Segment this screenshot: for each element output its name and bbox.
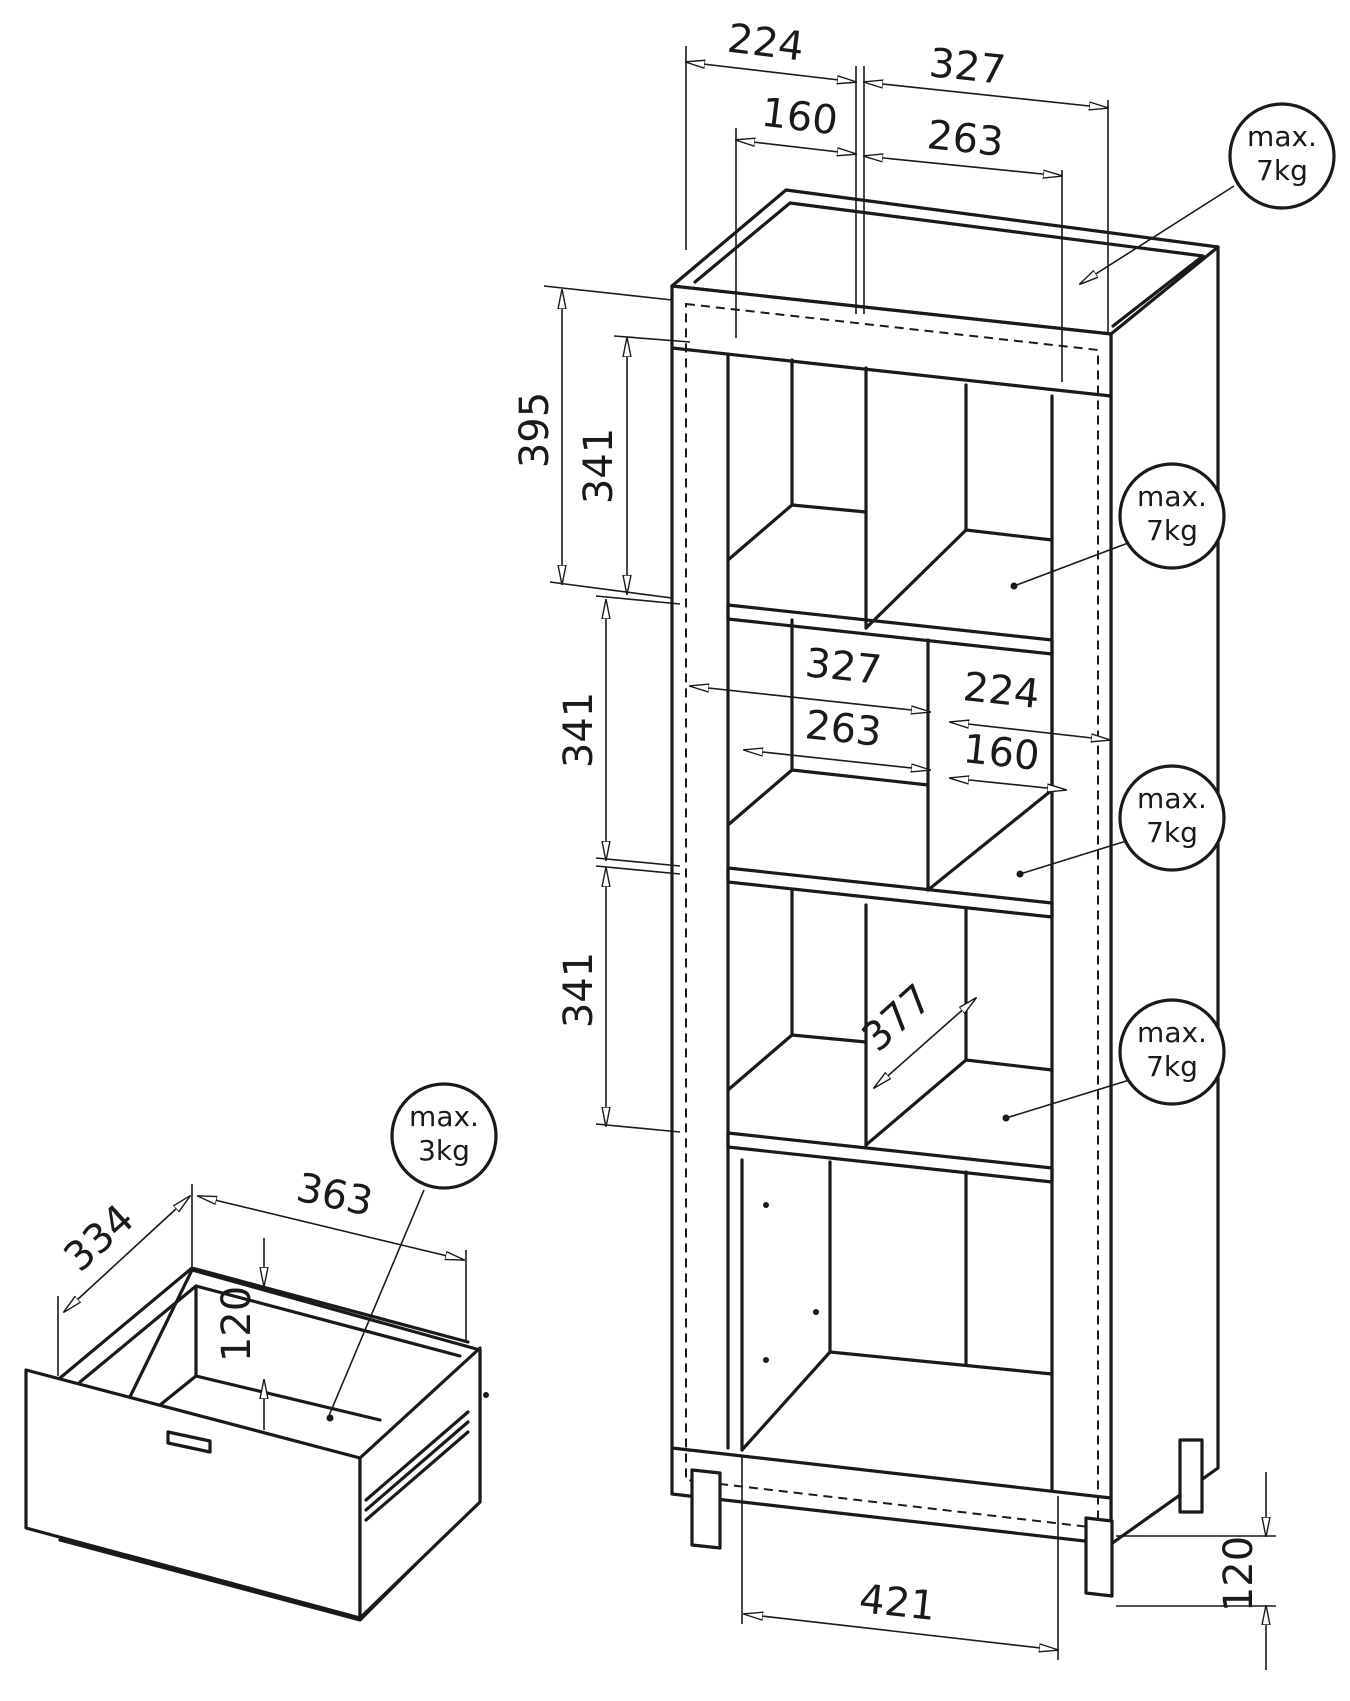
drawer-handle [166,1430,212,1454]
load-line1: max. [1137,480,1207,513]
dimension-lines [57,46,1276,1670]
bookcase-right-side [1109,243,1220,1546]
dim-label-top-right-inner: 263 [925,112,1006,166]
load-line1: max. [1137,782,1207,815]
dim-label-shelf-1: 341 [576,428,622,504]
dim-label-mid-left-inner: 263 [803,702,884,756]
load-bubble-shelf2: max. 7kg [1118,764,1226,872]
load-line2: 7kg [1146,816,1198,849]
dim-label-drawer-width: 363 [293,1165,377,1226]
bookcase-leg [690,1468,722,1550]
dim-label-drawer-depth: 334 [56,1196,144,1281]
dim-label-top-left-outer: 224 [725,16,806,71]
dim-label-top-left-inner: 160 [759,90,840,145]
dim-label-height-top: 395 [512,392,558,468]
dim-label-shelf-3: 341 [556,952,602,1028]
load-line2: 7kg [1146,514,1198,547]
dim-label-mid-right-inner: 160 [961,726,1042,780]
load-line2: 7kg [1146,1050,1198,1083]
load-line1: max. [1247,120,1317,153]
dim-label-top-right-outer: 327 [927,40,1008,94]
dim-label-drawer-height: 120 [214,1286,260,1362]
load-line2: 3kg [418,1134,470,1167]
dim-label-mid-right-outer: 224 [961,664,1042,718]
dim-label-leg-height: 120 [1216,1536,1262,1612]
bookcase [670,188,1220,1598]
load-line2: 7kg [1256,154,1308,187]
dim-label-shelf-2: 341 [556,692,602,768]
bookcase-leg [1084,1516,1114,1598]
dimension-labels: 224 327 160 263 395 341 341 341 327 263 … [56,16,1262,1630]
dim-label-mid-left-outer: 327 [803,640,884,694]
load-bubble-shelf1: max. 7kg [1118,462,1226,570]
drawer-side [358,1346,482,1620]
load-bubble-shelf3: max. 7kg [1118,998,1226,1106]
bookcase-leg [1178,1438,1204,1514]
load-bubble-drawer: max. 3kg [390,1082,498,1190]
load-line1: max. [1137,1016,1207,1049]
drawer [24,1266,489,1622]
load-line1: max. [409,1100,479,1133]
load-bubble-top: max. 7kg [1228,102,1336,210]
dim-label-base-width: 421 [857,1576,938,1630]
